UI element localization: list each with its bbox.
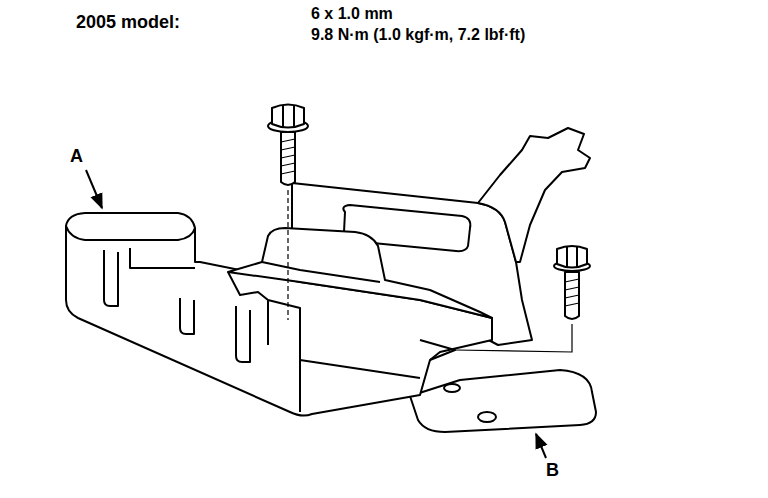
bolt-hole — [478, 412, 496, 422]
bolt-axis-line — [287, 190, 288, 320]
leader-arrow — [86, 170, 102, 208]
bolt-head — [272, 105, 304, 128]
bracket-base — [410, 370, 596, 432]
bolt-head-flat — [283, 105, 294, 128]
callout-letter: A — [70, 146, 83, 167]
torque-spec: 9.8 N·m (1.0 kgf·m, 7.2 lbf·ft) — [311, 26, 525, 44]
cover-front — [66, 213, 492, 416]
bolt-shank — [281, 132, 295, 185]
cover-edge — [300, 340, 455, 412]
bolt-axis-line — [455, 324, 572, 352]
bolt-head-flat — [567, 246, 577, 268]
figure-title: 2005 model: — [76, 12, 180, 33]
bolt-head — [557, 246, 587, 268]
bolt-size: 6 x 1.0 mm — [311, 5, 393, 23]
bolt-thread — [565, 279, 579, 306]
cover-slot — [104, 250, 118, 306]
leader-arrow — [536, 434, 546, 458]
bolt-shank — [565, 272, 579, 319]
cover-slot — [180, 298, 194, 334]
callout-letter: B — [546, 460, 559, 481]
cover-slot — [236, 306, 250, 362]
bolt-thread — [281, 139, 295, 174]
bracket-arm — [478, 128, 590, 262]
cover-notch — [130, 248, 195, 268]
cover-top — [66, 226, 195, 240]
cover-ridge — [228, 272, 300, 360]
bolt-hole — [444, 384, 460, 392]
cover-step — [262, 262, 380, 282]
